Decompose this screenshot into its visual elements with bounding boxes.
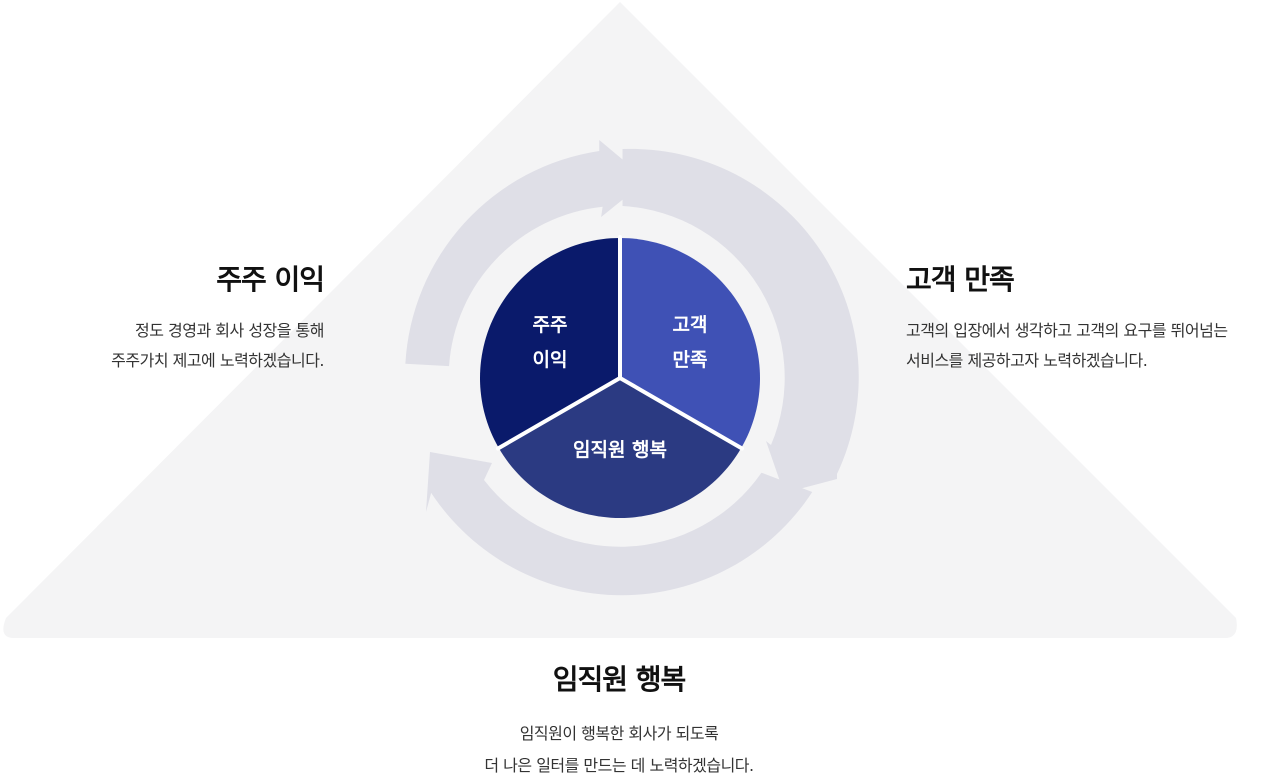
pie-label-shareholder-1: 주주 — [533, 314, 568, 336]
pie-label-customer-2: 만족 — [673, 349, 708, 371]
employee-title: 임직원 행복 — [552, 663, 687, 696]
shareholder-desc-line-2: 주주가치 제고에 노력하겠습니다. — [111, 351, 324, 370]
cycle-arrow-left — [426, 452, 813, 596]
shareholder-block: 주주 이익 정도 경영과 회사 성장을 통해 주주가치 제고에 노력하겠습니다. — [111, 258, 325, 376]
center-pie: 주주 이익 고객 만족 임직원 행복 — [480, 235, 760, 518]
employee-desc-line-1: 임직원이 행복한 회사가 되도록 — [519, 724, 719, 743]
employee-block: 임직원 행복 임직원이 행복한 회사가 되도록 더 나은 일터를 만드는 데 노… — [0, 658, 1238, 782]
pie-label-customer-1: 고객 — [673, 314, 708, 336]
pie-dividers — [496, 235, 744, 451]
pie-segment-customer — [620, 238, 760, 448]
pie-segment-shareholder — [480, 238, 620, 448]
employee-desc-line-2: 더 나은 일터를 만드는 데 노력하겠습니다. — [484, 756, 754, 775]
shareholder-title: 주주 이익 — [216, 263, 325, 296]
shareholder-desc-line-1: 정도 경영과 회사 성장을 통해 — [135, 321, 324, 340]
cycle-arrow-top — [405, 140, 647, 367]
pie-label-employee: 임직원 행복 — [573, 439, 667, 461]
customer-block: 고객 만족 고객의 입장에서 생각하고 고객의 요구를 뛰어넘는 서비스를 제공… — [906, 258, 1228, 376]
customer-desc-line-1: 고객의 입장에서 생각하고 고객의 요구를 뛰어넘는 — [906, 321, 1228, 340]
cycle-arrow-right — [622, 148, 859, 493]
pie-segment-employee — [498, 378, 742, 518]
customer-desc-line-2: 서비스를 제공하고자 노력하겠습니다. — [906, 351, 1148, 370]
cycle-arrows — [405, 140, 859, 596]
pie-label-shareholder-2: 이익 — [533, 349, 568, 371]
customer-title: 고객 만족 — [906, 263, 1015, 296]
